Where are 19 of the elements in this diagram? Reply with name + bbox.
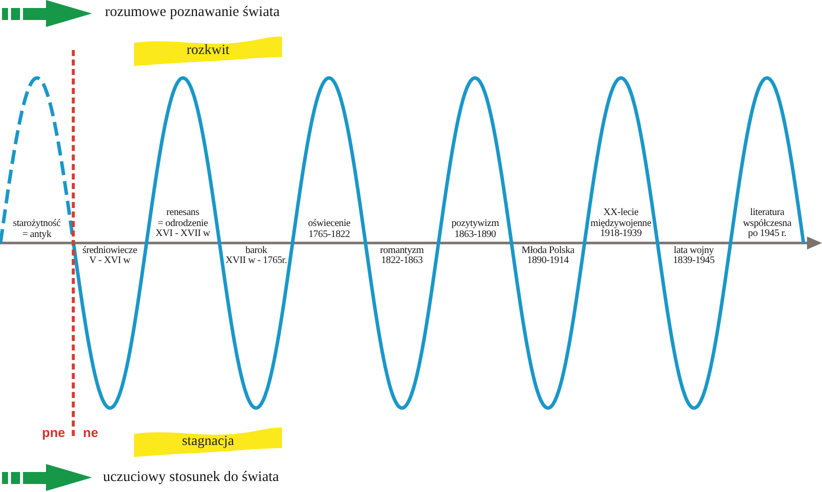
wavy-banner bbox=[134, 36, 282, 66]
period-label: XX-lecie międzywojenne 1918-1939 bbox=[590, 208, 652, 240]
era-label: pne bbox=[42, 425, 66, 440]
arrow-caption: rozumowe poznawanie świata bbox=[105, 4, 280, 21]
period-label: oświecenie 1765-1822 bbox=[308, 219, 350, 240]
banner-label: rozkwit bbox=[186, 43, 230, 59]
period-label: romantyzm 1822-1863 bbox=[380, 246, 424, 266]
wavy-banner bbox=[134, 427, 282, 457]
period-label: literatura współczesna po 1945 r. bbox=[743, 208, 792, 240]
period-label: Młoda Polska 1890-1914 bbox=[522, 246, 574, 266]
banner-label: stagnacja bbox=[182, 434, 234, 450]
era-label: ne bbox=[83, 425, 98, 440]
period-label: pozytywizm 1863-1890 bbox=[452, 219, 499, 240]
period-label: średniowiecze V - XVI w bbox=[82, 246, 138, 266]
period-label: lata wojny 1839-1945 bbox=[673, 246, 715, 266]
arrow-caption: uczuciowy stosunek do świata bbox=[103, 469, 279, 486]
period-label: renesans = odrodzenie XVI - XVII w bbox=[156, 208, 210, 240]
period-label: starożytność = antyk bbox=[13, 219, 61, 240]
period-label: barok XVII w - 1765r. bbox=[226, 246, 287, 266]
